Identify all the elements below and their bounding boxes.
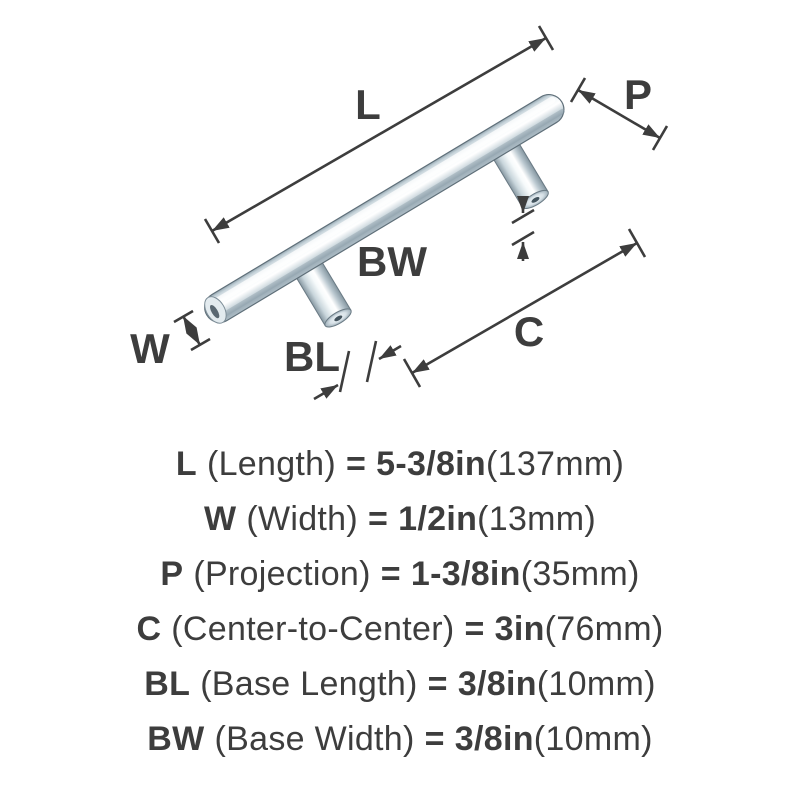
equals-sign: =	[346, 445, 367, 483]
equals-sign: =	[380, 555, 401, 593]
label-L: L	[355, 81, 381, 128]
spec-value: 1-3/8in	[410, 555, 521, 593]
spec-symbol: C	[136, 610, 162, 648]
spec-name: (Length)	[206, 445, 337, 483]
dimension-BL	[313, 340, 402, 401]
spec-value: 1/2in	[398, 500, 478, 538]
spec-symbol: W	[203, 500, 237, 538]
handle-bar	[204, 93, 565, 324]
spec-row-length: L (Length) = 5-3/8in (137mm)	[0, 437, 800, 492]
spec-symbol: BL	[144, 665, 191, 703]
equals-sign: =	[424, 720, 445, 758]
equals-sign: =	[368, 500, 389, 538]
screw-hole-left	[334, 315, 343, 322]
dimension-L	[203, 25, 555, 244]
spec-metric: (35mm)	[520, 555, 640, 593]
spec-row-base-width: BW (Base Width) = 3/8in (10mm)	[0, 712, 800, 767]
spec-metric: (10mm)	[533, 720, 653, 758]
dimension-W	[173, 309, 211, 352]
label-C: C	[514, 308, 544, 355]
spec-row-projection: P (Projection) = 1-3/8in (35mm)	[0, 547, 800, 602]
label-BW: BW	[357, 238, 427, 285]
spec-name: (Center-to-Center)	[171, 610, 455, 648]
spec-symbol: L	[175, 445, 197, 483]
spec-value: 3/8in	[457, 665, 537, 703]
bar-pull-dimension-diagram: L P W BW C BL	[130, 25, 669, 401]
spec-value: 5-3/8in	[376, 445, 486, 483]
equals-sign: =	[427, 665, 448, 703]
label-P: P	[624, 71, 652, 118]
spec-metric: (76mm)	[544, 610, 664, 648]
label-W: W	[130, 325, 170, 372]
spec-metric: (13mm)	[477, 500, 597, 538]
spec-name: (Base Length)	[200, 665, 418, 703]
spec-row-center-to-center: C (Center-to-Center) = 3in (76mm)	[0, 602, 800, 657]
spec-name: (Projection)	[193, 555, 371, 593]
spec-row-width: W (Width) = 1/2in (13mm)	[0, 492, 800, 547]
spec-row-base-length: BL (Base Length) = 3/8in (10mm)	[0, 657, 800, 712]
dimension-P	[569, 77, 669, 151]
spec-value: 3in	[494, 610, 545, 648]
spec-metric: (10mm)	[536, 665, 656, 703]
dimension-annotations	[173, 25, 669, 401]
spec-metric: (137mm)	[485, 445, 625, 483]
spec-symbol: BW	[147, 720, 205, 758]
spec-symbol: P	[160, 555, 184, 593]
spec-value: 3/8in	[454, 720, 534, 758]
dimension-specs: L (Length) = 5-3/8in (137mm) W (Width) =…	[0, 435, 800, 767]
spec-name: (Width)	[246, 500, 358, 538]
spec-name: (Base Width)	[214, 720, 415, 758]
dimension-C	[402, 228, 647, 388]
label-BL: BL	[284, 333, 340, 380]
diagram-area: L P W BW C BL	[130, 25, 669, 401]
equals-sign: =	[464, 610, 485, 648]
